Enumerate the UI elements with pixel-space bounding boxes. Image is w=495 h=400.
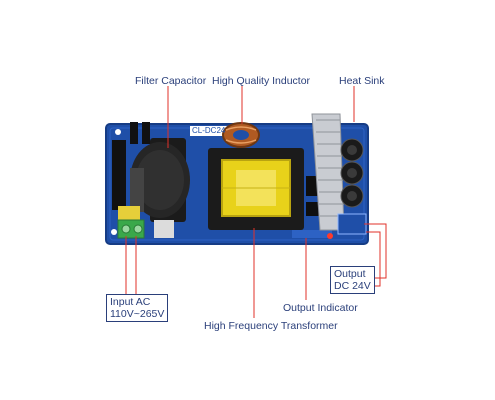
label-output-line2: DC 24V	[334, 280, 371, 292]
filter-capacitor-component	[130, 138, 190, 222]
input-terminal	[117, 219, 145, 239]
board-silkscreen: CL-DC24	[192, 126, 226, 135]
leader-lines	[125, 86, 387, 318]
output-terminal	[337, 213, 367, 235]
inductor-component	[222, 122, 260, 148]
heat-sink-component	[311, 113, 345, 231]
label-output-line1: Output	[334, 268, 366, 280]
label-high-quality-inductor: High Quality Inductor	[212, 75, 311, 87]
label-high-frequency-transformer: High Frequency Transformer	[204, 320, 338, 332]
output-indicator-led	[327, 233, 333, 239]
label-output-indicator: Output Indicator	[283, 302, 358, 314]
output-capacitors	[340, 138, 364, 208]
transformer-component	[208, 148, 304, 230]
label-input-ac-line2: 110V~265V	[110, 308, 165, 320]
label-input-ac: Input AC 110V~265V	[106, 294, 169, 322]
label-input-ac-line1: Input AC	[110, 296, 151, 308]
label-output: Output DC 24V	[330, 266, 375, 294]
label-filter-capacitor: Filter Capacitor	[135, 75, 207, 87]
label-heat-sink: Heat Sink	[339, 75, 385, 87]
